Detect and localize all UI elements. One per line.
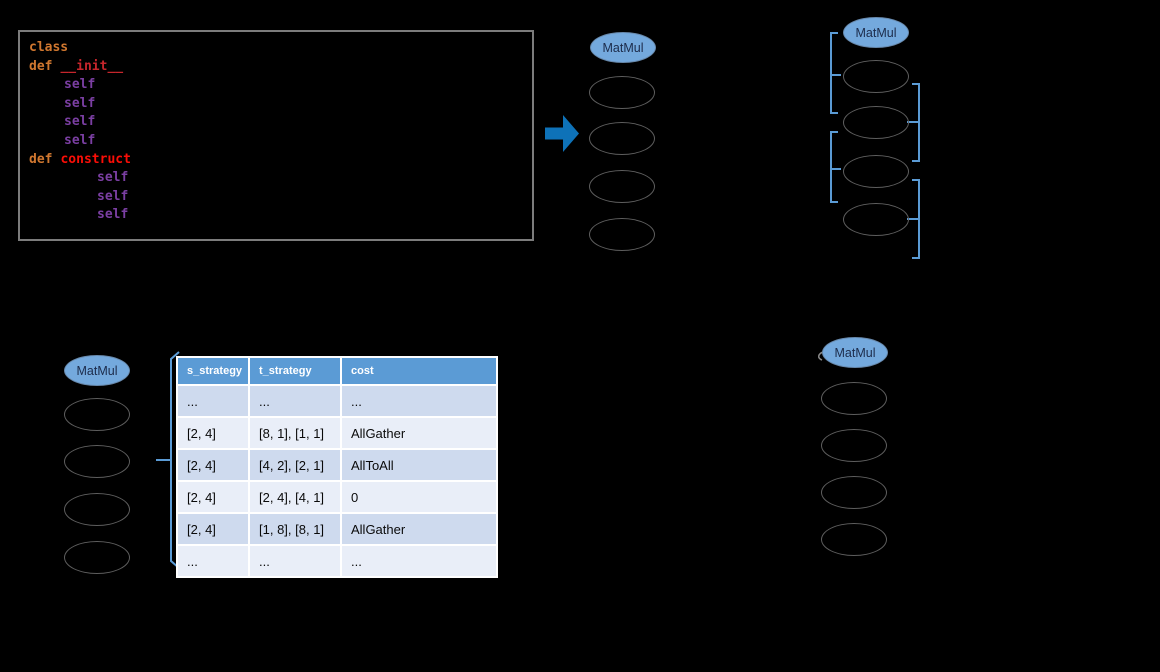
matmul-node: MatMul [822,337,888,368]
strategy-node [843,203,909,236]
table-row: [2, 4] [2, 4], [4, 1] 0 [176,482,498,514]
self-token: self [64,77,96,93]
self-token: self [64,132,96,148]
strategy-node [821,382,887,415]
strategy-node [843,60,909,93]
table-cell: AllToAll [342,450,498,482]
table-header-row: s_strategy t_strategy cost [176,356,498,386]
code-line: def construct [29,151,532,170]
self-token: self [64,95,96,111]
self-token: self [97,170,129,186]
code-panel: class def __init__ self self self self de… [18,30,534,241]
table-cell: [2, 4] [176,514,250,546]
code-line: self [29,113,532,132]
strategy-table: s_strategy t_strategy cost ... ... ... [… [176,356,498,578]
grouping-bracket-top-right-left-1 [830,32,841,114]
strategy-node [589,218,655,251]
grouping-bracket-top-right-right-1 [907,83,920,162]
table-cell: [2, 4] [176,418,250,450]
arrow-tip-arc [818,351,824,361]
strategy-node [589,122,655,155]
init-method-name: __init__ [60,58,124,74]
strategy-node [843,155,909,188]
table-row: [2, 4] [8, 1], [1, 1] AllGather [176,418,498,450]
code-line: self [29,76,532,95]
code-line: def __init__ [29,58,532,77]
table-cell: 0 [342,482,498,514]
self-token: self [97,207,129,223]
table-header-cell: t_strategy [250,356,342,386]
grouping-bracket-table [156,351,180,569]
construct-method-name: construct [60,151,131,167]
strategy-node [589,170,655,203]
grouping-bracket-top-right-left-2 [830,131,841,203]
table-header-cell: s_strategy [176,356,250,386]
strategy-node [843,106,909,139]
table-cell: ... [250,386,342,418]
def-keyword: def [29,151,53,167]
table-row: ... ... ... [176,546,498,578]
code-line: self [29,188,532,207]
table-cell: [2, 4] [176,482,250,514]
table-cell: [8, 1], [1, 1] [250,418,342,450]
table-cell: [1, 8], [8, 1] [250,514,342,546]
strategy-node [821,523,887,556]
table-cell: AllGather [342,418,498,450]
strategy-node [64,541,130,574]
strategy-node [64,493,130,526]
class-keyword: class [29,40,69,55]
strategy-node [589,76,655,109]
strategy-node [821,476,887,509]
table-cell: ... [342,546,498,578]
table-cell: ... [250,546,342,578]
self-token: self [97,188,129,204]
table-cell: ... [176,386,250,418]
table-cell: [4, 2], [2, 1] [250,450,342,482]
table-row: [2, 4] [4, 2], [2, 1] AllToAll [176,450,498,482]
table-cell: [2, 4] [176,450,250,482]
table-cell: [2, 4], [4, 1] [250,482,342,514]
code-line: self [29,206,532,225]
code-line: self [29,169,532,188]
right-arrow-icon [545,115,579,152]
matmul-node: MatMul [843,17,909,48]
grouping-bracket-top-right-right-2 [907,179,920,259]
strategy-node [64,398,130,431]
code-line: self [29,132,532,151]
self-token: self [64,114,96,130]
code-line: self [29,95,532,114]
table-row: ... ... ... [176,386,498,418]
table-cell: AllGather [342,514,498,546]
strategy-node [821,429,887,462]
table-row: [2, 4] [1, 8], [8, 1] AllGather [176,514,498,546]
table-cell: ... [176,546,250,578]
strategy-node [64,445,130,478]
matmul-node: MatMul [590,32,656,63]
table-header-cell: cost [342,356,498,386]
table-cell: ... [342,386,498,418]
code-line: class [29,39,532,58]
def-keyword: def [29,58,53,74]
matmul-node: MatMul [64,355,130,386]
